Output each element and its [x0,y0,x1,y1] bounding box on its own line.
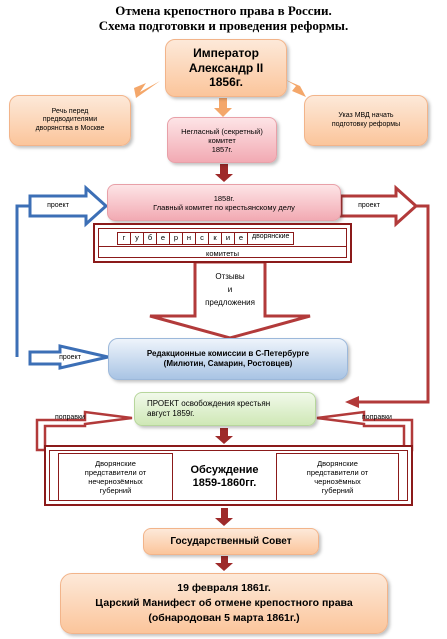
letter-cell: с [196,233,209,244]
amend-label-right: поправки [362,414,392,421]
emperor-line2: Александр II [188,60,264,75]
arrow-to-decree [286,80,306,97]
main-committee-box: 1858г. Главный комитет по крестьянскому … [107,184,341,221]
discussion-left-line3: нечернозёмных [88,477,143,486]
arrow-to-state-council [215,508,233,526]
amend-label-left: поправки [55,414,85,421]
page-subtitle: Схема подготовки и проведения реформы. [98,18,349,33]
emperor-line1: Император [193,46,259,61]
page-title: Отмена крепостного права в России. [115,3,332,18]
decree-line2: подготовку реформы [331,120,401,128]
discussion-right-box: Дворянские представители от чернозёмных … [276,453,399,501]
letter-cell: е [235,233,248,244]
project-arrow-left-bottom [28,344,109,370]
letter-cell: р [170,233,183,244]
letter-cell: е [157,233,170,244]
amend-arrow-left [35,410,133,452]
discussion-left-line2: представители от [84,468,147,477]
discussion-frame: Дворянские представители от нечернозёмны… [44,445,413,506]
state-council-label: Государственный Совет [170,535,292,547]
emperor-line3: 1856г. [209,75,243,90]
state-council-box: Государственный Совет [143,528,319,555]
blue-loop-line [15,204,30,357]
project-label-right-top: проект [358,202,380,209]
project-label-left-bottom: проект [59,354,81,361]
feedback-label: Отзывы и предложения [195,270,265,309]
manifesto-line2: Царский Манифест об отмене крепостного п… [95,596,353,609]
discussion-right-line1: Дворянские [317,459,358,468]
editorial-box: Редакционные комиссии в С-Петербурге (Ми… [108,338,348,380]
discussion-left-line1: Дворянские [95,459,136,468]
discussion-left-box: Дворянские представители от нечернозёмны… [58,453,173,501]
speech-line3: дворянства в Москве [35,124,105,132]
big-down-arrow [149,260,311,340]
project-arrow-right-top [339,184,419,228]
secret-committee-line2: комитет [208,135,236,145]
provincial-line1-tail: дворянские [252,233,290,240]
discussion-inner: Дворянские представители от нечернозёмны… [49,450,408,501]
provincial-line2: комитеты [99,246,346,261]
emperor-box: Император Александр II 1856г. [165,39,287,97]
arrow-to-manifesto [215,556,233,571]
speech-line2: предводителями [42,116,98,124]
provincial-letters-row: г у б е р н с к и е дворянские [117,232,295,245]
speech-line1: Речь перед [51,107,89,115]
arrow-to-committee [214,98,232,117]
main-committee-line1: 1858г. [213,193,235,203]
project-arrow-left-top [28,184,109,228]
main-committee-line2: Главный комитет по крестьянскому делу [153,202,295,212]
speech-box: Речь перед предводителями дворянства в М… [9,95,131,146]
project-label-left-top: проект [47,202,69,209]
discussion-center-line2: 1859-1860гг. [192,477,257,489]
letter-cell: и [222,233,235,244]
arrow-to-speech [134,81,160,98]
draft-line1: ПРОЕКТ освобождения крестьян [147,399,271,409]
feedback-line2: и [227,285,233,294]
letter-cell: н [183,233,196,244]
arrow-to-discussion [215,428,233,444]
red-loop-line [359,204,430,404]
secret-committee-box: Негласный (секретный) комитет 1857г. [167,117,277,163]
discussion-center-line1: Обсуждение [190,463,259,476]
editorial-line2: (Милютин, Самарин, Ростовцев) [163,359,293,368]
discussion-center-box: Обсуждение 1859-1860гг. [175,453,274,501]
arrow-to-main-committee [215,164,233,182]
discussion-right-line2: представители от [306,468,369,477]
manifesto-line1: 19 февраля 1861г. [177,581,271,594]
manifesto-box: 19 февраля 1861г. Царский Манифест об от… [60,573,388,634]
secret-committee-line3: 1857г. [211,144,233,154]
provincial-committees-inner: г у б е р н с к и е дворянские комитеты [98,228,347,258]
discussion-right-line3: чернозёмных [314,477,361,486]
decree-box: Указ МВД начать подготовку реформы [304,95,428,146]
feedback-line1: Отзывы [215,272,245,281]
letter-cell: б [144,233,157,244]
manifesto-line3: (обнародован 5 марта 1861г.) [148,612,300,625]
secret-committee-line1: Негласный (секретный) [181,126,263,136]
orange-arrows [134,80,306,117]
provincial-committees-frame: г у б е р н с к и е дворянские комитеты [93,223,352,263]
feedback-line3: предложения [205,298,255,307]
letter-cell: к [209,233,222,244]
letter-cell: г [118,233,131,244]
amend-arrow-right [316,410,414,452]
draft-line2: август 1859г. [147,409,195,418]
letter-cell: у [131,233,144,244]
discussion-left-line4: губерний [99,486,132,495]
decree-line1: Указ МВД начать [338,112,394,120]
red-loop-head [345,396,359,408]
discussion-right-line4: губерний [321,486,354,495]
editorial-line1: Редакционные комиссии в С-Петербурге [146,349,310,359]
draft-box: ПРОЕКТ освобождения крестьян август 1859… [134,392,316,426]
